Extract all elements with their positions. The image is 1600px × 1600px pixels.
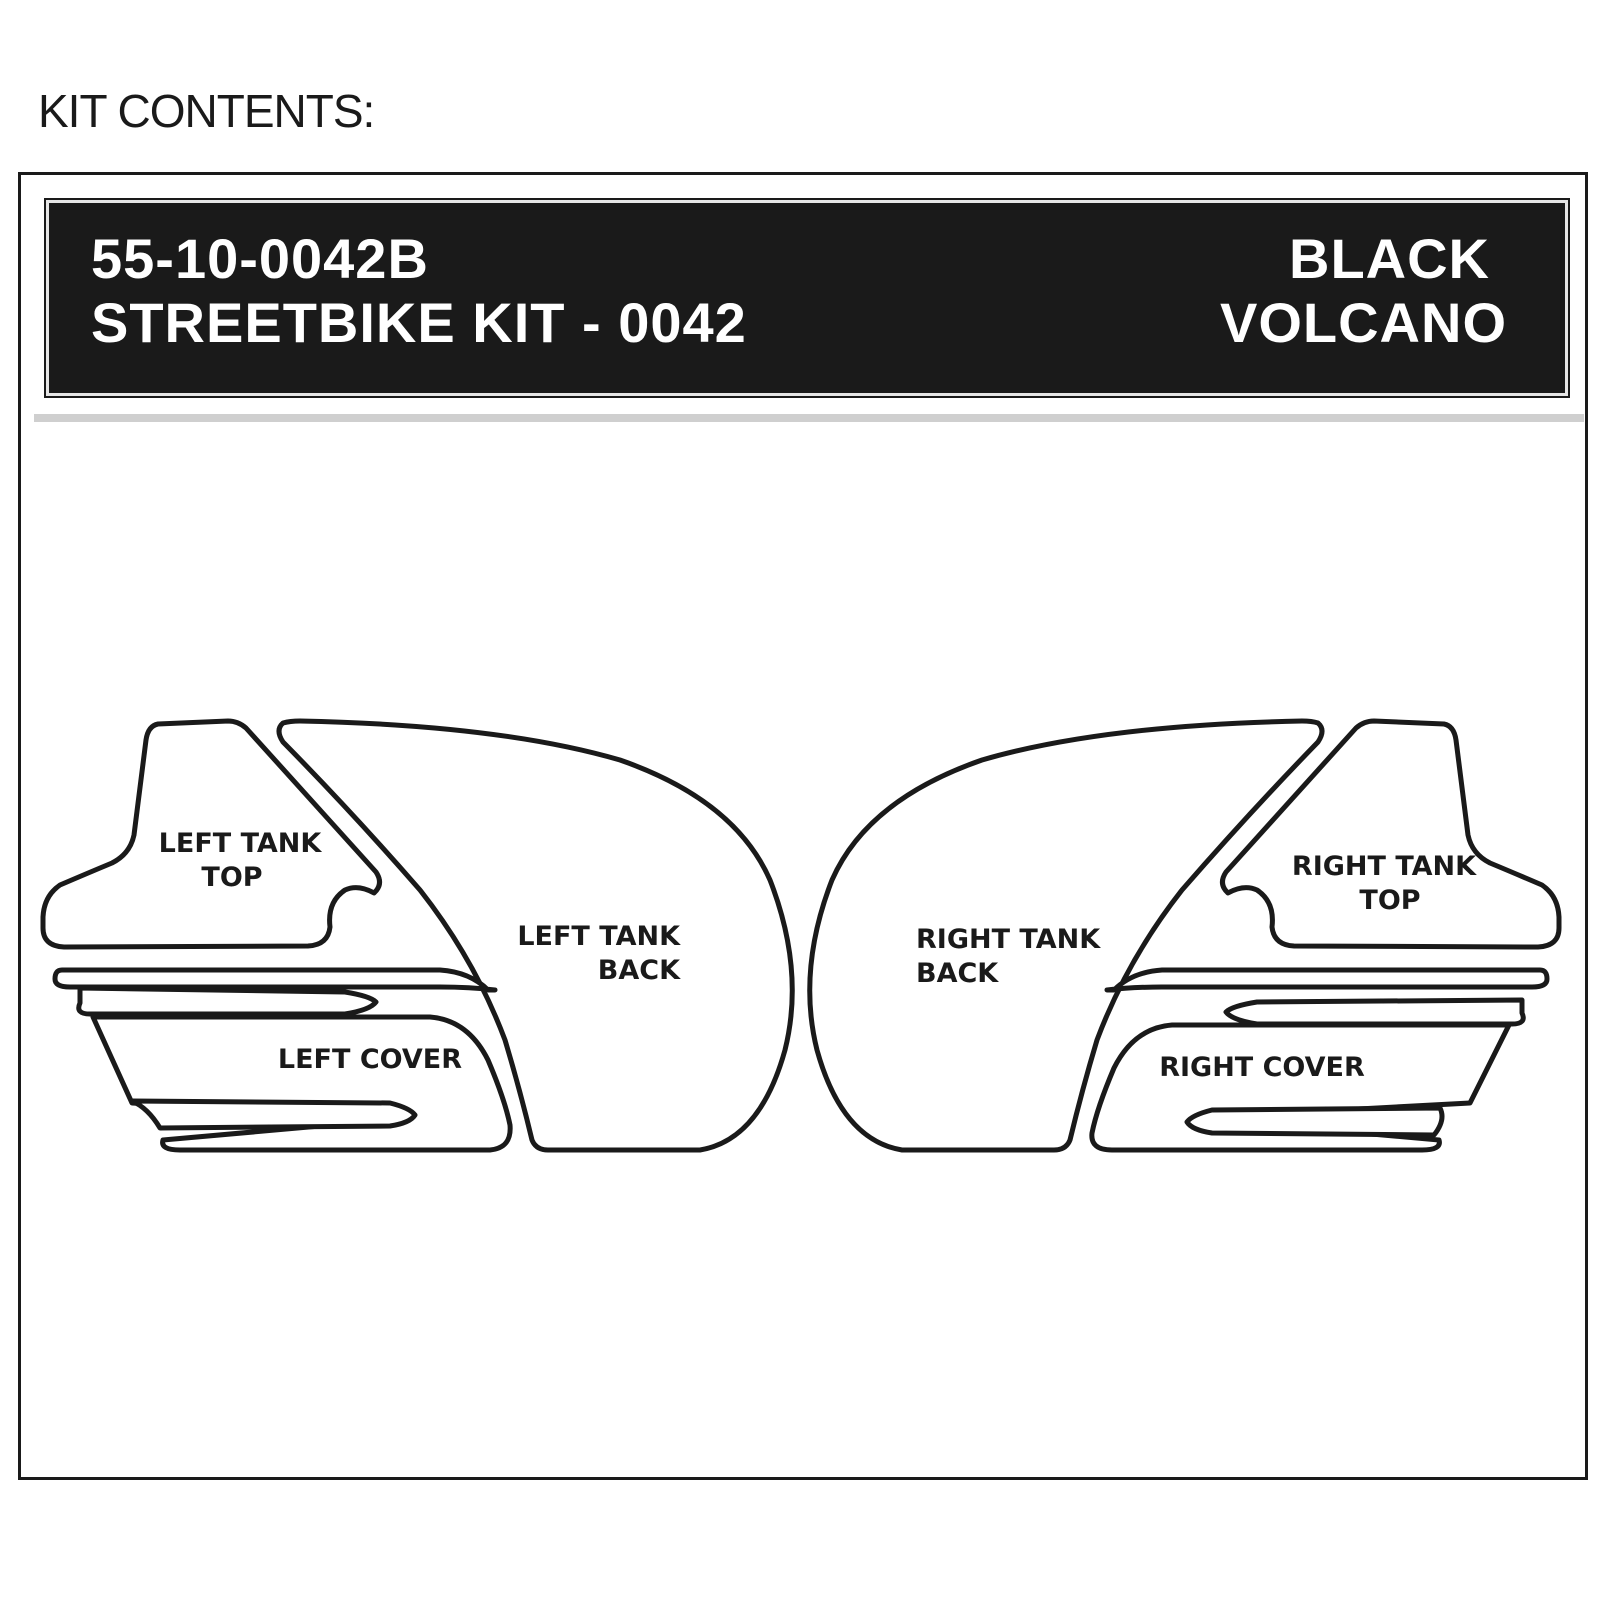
color-name-line2: VOLCANO [1220, 291, 1507, 354]
left-tank-back-piece [276, 718, 795, 1153]
left-cover-label: LEFT COVER [278, 1044, 462, 1075]
color-name-line1: BLACK [1289, 227, 1490, 290]
left-tank-back-label-line2: BACK [598, 955, 681, 986]
left-cover-stripe-3 [129, 1098, 418, 1131]
left-tank-top-label-line2: TOP [201, 862, 262, 893]
right-tank-back-piece [807, 718, 1325, 1153]
right-tank-top-label-line1: RIGHT TANK [1292, 851, 1477, 882]
kit-name: STREETBIKE KIT - 0042 [91, 291, 747, 354]
right-tank-back-label-line1: RIGHT TANK [916, 924, 1101, 955]
part-number: 55-10-0042B [91, 227, 429, 290]
right-cover-stripe-3 [1184, 1105, 1445, 1138]
right-tank-top-label-line2: TOP [1359, 885, 1420, 916]
left-tank-back-label-line1: LEFT TANK [517, 921, 681, 952]
left-tank-top-label-line1: LEFT TANK [159, 828, 323, 859]
right-cover-label: RIGHT COVER [1159, 1052, 1365, 1083]
left-cover-stripe-2 [76, 985, 379, 1017]
left-cover-top-stripe [52, 967, 498, 993]
kit-header-bar: 55-10-0042B STREETBIKE KIT - 0042 BLACK … [46, 200, 1568, 396]
right-cover-top-stripe [1104, 967, 1550, 993]
right-cover-stripe-2 [1223, 997, 1526, 1027]
right-tank-back-label-line2: BACK [916, 958, 999, 989]
left-cover-piece [90, 1014, 513, 1153]
left-tank-top-piece [40, 718, 382, 950]
kit-contents-heading: KIT CONTENTS: [38, 85, 375, 137]
header-shadow [34, 414, 1584, 422]
right-tank-top-piece [1220, 718, 1562, 950]
